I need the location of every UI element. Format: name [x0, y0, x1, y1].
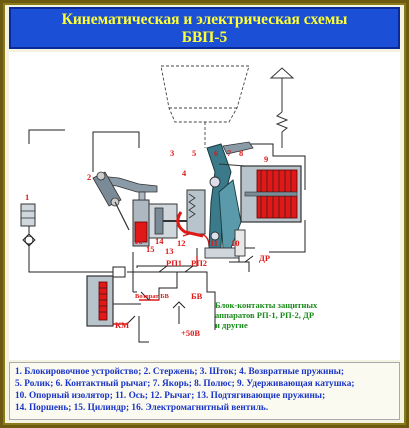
num-label-3: 3: [170, 148, 174, 158]
num-label-6: 6: [214, 148, 218, 158]
num-label-1: 1: [25, 192, 29, 202]
contact-spring-top: [269, 67, 295, 148]
dr-label: ДР: [259, 253, 270, 263]
bv-label: БВ: [191, 291, 203, 301]
control-wiring: [28, 129, 306, 343]
plus50-label: +50В: [181, 328, 200, 338]
num-label-7: 7: [227, 148, 232, 158]
vozvrat-label: Возврат БВ: [135, 293, 170, 300]
num-label-8: 8: [239, 148, 243, 158]
num-label-16: 16: [134, 236, 143, 246]
num-label-9: 9: [264, 154, 268, 164]
page-title: Кинематическая и электрическая схемы БВП…: [9, 7, 400, 49]
annotation-line-1: Блок-контакты защитных: [215, 300, 318, 310]
arc-chute: [160, 65, 250, 148]
num-label-5: 5: [192, 148, 196, 158]
lever-assembly: [176, 141, 254, 259]
blocking-device: [20, 203, 36, 247]
km-label: КМ: [115, 320, 129, 330]
legend-line-3: 10. Опорный изолятор; 11. Ось; 12. Рычаг…: [15, 391, 326, 401]
pneumatic-drive: [132, 191, 187, 247]
num-label-2: 2: [87, 172, 91, 182]
num-label-11: 11: [210, 238, 218, 248]
num-label-15: 15: [146, 244, 155, 254]
legend-line-4: 14. Поршень; 15. Цилиндр; 16. Электромаг…: [15, 403, 269, 413]
legend-line-1: 1. Блокировочное устройство; 2. Стержень…: [15, 367, 345, 377]
rod-linkage: [92, 171, 158, 231]
rp2-label: РП2: [191, 258, 207, 268]
rp1-label: РП1: [166, 258, 182, 268]
title-line-2: БВП-5: [181, 29, 228, 46]
holding-coil: [240, 165, 302, 223]
km-contactor: [86, 275, 114, 327]
legend-line-2: 5. Ролик; 6. Контактный рычаг; 7. Якорь;…: [15, 379, 355, 389]
annotation-line-2: аппаратов РП-1, РП-2, ДР: [215, 310, 314, 320]
reset-switch: [126, 291, 186, 325]
annotation-line-3: и другие: [215, 320, 248, 330]
scheme-drawing: 1 2 3 4 5 6 7 8 9 10 11 12 13 14 15 16 Р…: [9, 52, 400, 360]
legend-box: 1. Блокировочное устройство; 2. Стержень…: [9, 362, 400, 420]
num-label-13: 13: [165, 246, 174, 256]
num-label-14: 14: [155, 236, 164, 246]
num-label-4: 4: [182, 168, 187, 178]
num-label-12: 12: [177, 238, 186, 248]
title-line-1: Кинематическая и электрическая схемы: [61, 11, 348, 28]
protective-contacts: [112, 255, 254, 278]
num-label-10: 10: [231, 238, 240, 248]
